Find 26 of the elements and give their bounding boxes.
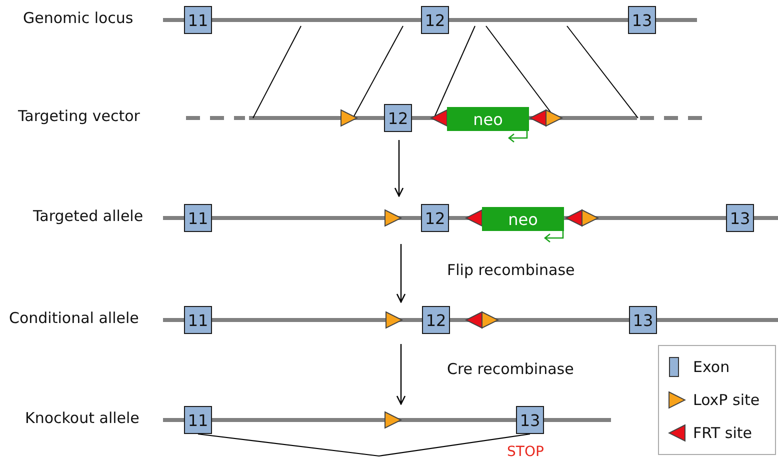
- row-label: Genomic locus: [23, 9, 134, 27]
- legend-label: Exon: [693, 358, 730, 376]
- neo-cassette: neo: [447, 107, 529, 131]
- exon-box: 11: [184, 406, 212, 434]
- exon-box: 12: [421, 204, 449, 232]
- row-label: Knockout allele: [25, 409, 140, 427]
- exon-box: 13: [726, 204, 754, 232]
- exon-box: 12: [422, 306, 450, 334]
- row-label: Targeting vector: [18, 107, 140, 125]
- row-label: Conditional allele: [9, 309, 139, 327]
- stop-label: STOP: [507, 444, 544, 459]
- step-label: Cre recombinase: [447, 360, 574, 378]
- exon-box: 11: [184, 306, 212, 334]
- neo-cassette: neo: [482, 207, 564, 231]
- exon-box: 12: [421, 6, 449, 34]
- exon-box: 13: [516, 406, 544, 434]
- exon-box: 12: [384, 104, 412, 132]
- exon-box: 11: [184, 204, 212, 232]
- exon-box: 13: [629, 306, 657, 334]
- legend-label: FRT site: [693, 424, 752, 442]
- legend-label: LoxP site: [693, 391, 760, 409]
- step-label: Flip recombinase: [447, 261, 575, 279]
- splice-line: [198, 433, 530, 457]
- row-label: Targeted allele: [33, 207, 144, 225]
- exon-box: 11: [184, 6, 212, 34]
- exon-box: 13: [628, 6, 656, 34]
